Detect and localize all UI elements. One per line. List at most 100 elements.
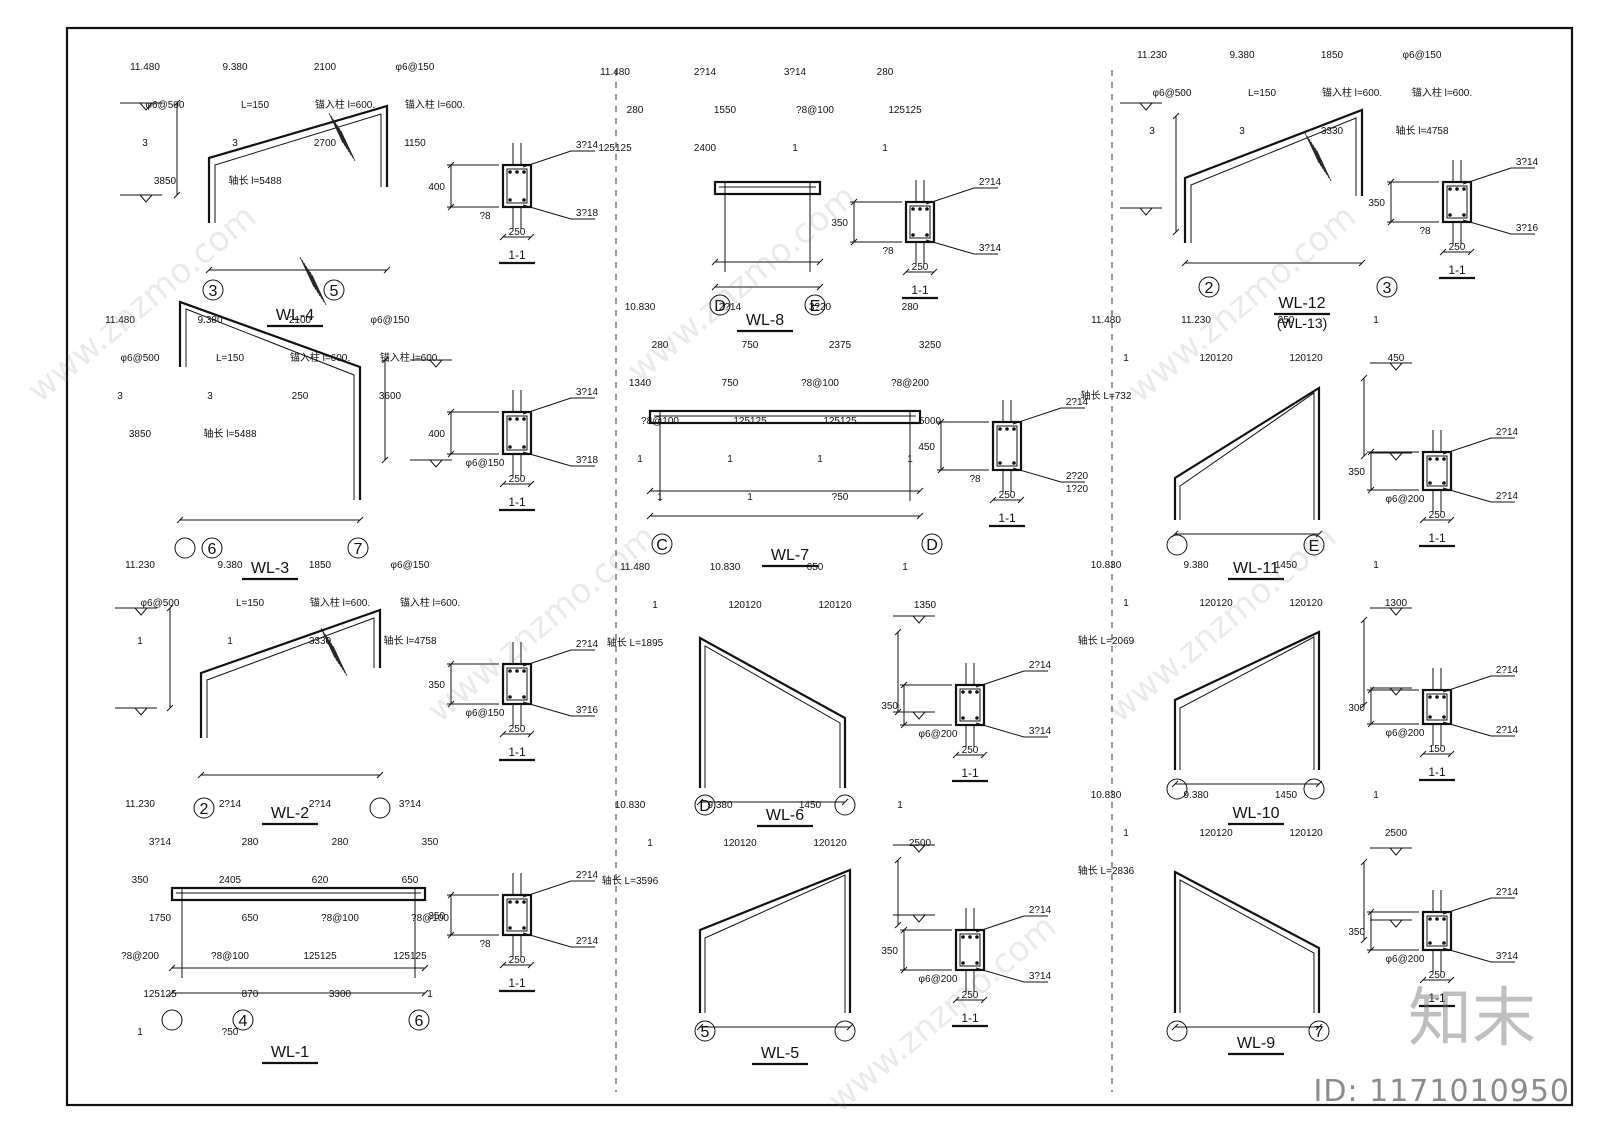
stirrup-label: φ6@150 [466,708,505,719]
annotation-label: 3600 [379,391,402,402]
section-title: 1-1 [508,745,526,759]
dimension-tick [1181,259,1189,267]
annotation-label: 120120 [813,838,847,849]
section-width-label: 250 [509,955,526,966]
rebar-line [1179,636,1315,770]
top-rebar-label: 2?14 [1496,665,1519,676]
annotation-label: 280 [652,340,669,351]
section-width-label: 250 [912,262,929,273]
annotation-label: 11.230 [1181,315,1211,326]
leader-line [522,932,572,948]
column-hatch [1308,138,1324,170]
leader-line [1442,897,1492,915]
column-hatch [1310,141,1326,173]
dimension-tick [1360,616,1368,624]
level-marker [912,844,926,853]
leader-line [1442,675,1492,693]
section-height-label: 350 [428,911,445,922]
dimension-tick [894,856,902,864]
axis-bubble [834,794,856,816]
bottom-rebar-label-2: 1?20 [1066,484,1089,495]
dimension-tick [816,258,824,266]
annotation-label: L=150 [241,100,270,111]
dimension-tick [166,704,174,712]
stirrup [1426,693,1448,721]
dimension-tick [1171,780,1179,788]
level-marker [134,607,148,616]
annotation-label: ?8@100 [211,951,249,962]
column-hatch [340,130,356,162]
annotation-label: 1 [227,636,233,647]
annotation-label: 3250 [919,340,942,351]
beam-section-outline [954,683,986,727]
column-hatch [307,268,323,300]
rebar-dot [961,935,965,939]
rebar-dot [1455,187,1459,191]
annotation-label: 1 [1373,790,1379,801]
dimension-tick [527,480,535,488]
top-rebar-label: 2?14 [1496,887,1519,898]
rebar-dot [522,417,526,421]
dimension-tick [696,798,704,806]
annotation-label: 10.830 [615,800,646,811]
section-title: 1-1 [1428,991,1446,1005]
column-hatch [311,274,327,306]
dimension-tick [527,233,535,241]
leader-line [1442,947,1492,963]
stirrup-label: φ6@200 [1386,494,1425,505]
level-marker [1389,607,1403,616]
annotation-label: 1300 [1385,598,1408,609]
annotation-label: 1150 [404,138,426,149]
annotation-label: 5000 [919,416,942,427]
leader-line [975,967,1025,983]
bottom-rebar-label: 2?14 [576,936,599,947]
bottom-rebar-label: 2?14 [1496,491,1519,502]
annotation-label: 1 [727,454,733,465]
column-hatch [299,256,315,288]
rebar-dot [508,926,512,930]
annotation-label: 1 [1373,315,1379,326]
annotation-label: 轴长 l=4758 [1395,124,1449,137]
annotation-label: 9.380 [222,62,247,73]
annotation-label: 轴长 L=2836 [1078,864,1135,877]
dimension-tick [841,798,849,806]
annotation-label: 锚入柱 l=600. [290,351,350,364]
leader-line [1442,487,1492,503]
axis-bubble [1166,778,1188,800]
annotation-label: 1 [747,492,753,503]
annotation-label: ?50 [832,492,849,503]
detail-title: WL-5 [761,1045,799,1062]
level-marker [429,359,443,368]
annotation-label: 9.380 [707,800,732,811]
beam-section-outline [904,200,936,244]
leader-line [925,239,975,255]
section-height-label: 400 [428,429,445,440]
annotation-label: 350 [422,837,439,848]
column-hatch [334,121,350,153]
beam-section-outline [991,420,1023,472]
annotation-label: 650 [402,875,419,886]
axis-bubble [694,794,716,816]
annotation-label: 锚入柱 l=600. [315,98,375,111]
beam-section-outline [954,928,986,972]
annotation-label: 1 [897,800,903,811]
level-marker [912,615,926,624]
annotation-label: 125125 [888,105,922,116]
annotation-label: 1 [137,636,143,647]
dimension-tick [930,268,938,276]
annotation-label: 9.380 [1183,560,1208,571]
dimension-tick [166,604,174,612]
column-hatch [328,112,344,144]
annotation-label: 3330 [309,636,332,647]
axis-bubble [193,797,215,819]
annotation-label: 280 [877,67,894,78]
annotation-label: 锚入柱 l=600. [310,596,370,609]
dimension-tick [168,989,176,997]
stirrup [1426,455,1448,487]
